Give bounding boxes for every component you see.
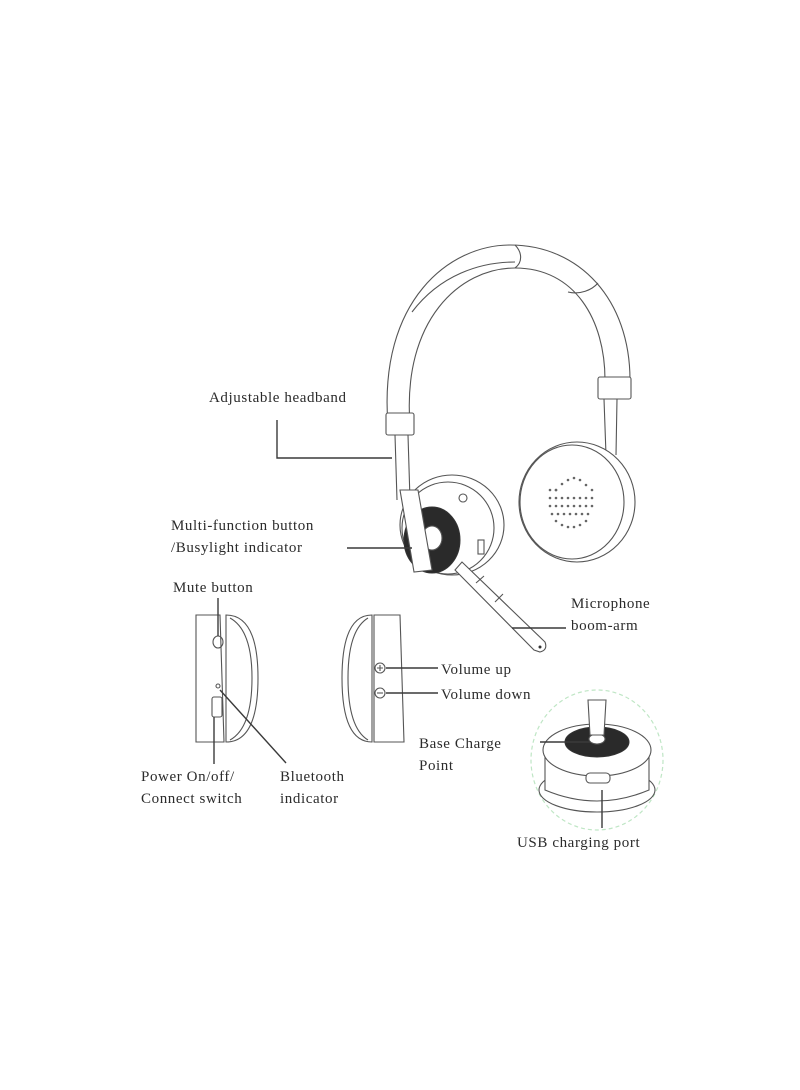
label-multi-function-button: Multi-function button — [171, 518, 315, 534]
label-usb-charging-port: USB charging port — [517, 835, 641, 851]
label-base-charge-point: Point — [419, 758, 454, 774]
label-base-charge: Base Charge — [419, 736, 502, 752]
label-adjustable-headband: Adjustable headband — [209, 390, 347, 406]
label-busylight-indicator: /Busylight indicator — [171, 540, 303, 556]
label-connect-switch: Connect switch — [141, 791, 243, 807]
side-view-left-drawing — [195, 614, 259, 743]
left-earcup-drawing — [399, 474, 505, 576]
label-boom-arm: boom-arm — [571, 618, 639, 634]
headband-drawing — [385, 244, 632, 501]
label-volume-up: Volume up — [441, 662, 512, 678]
label-power-switch: Power On/off/ — [141, 769, 235, 785]
label-microphone: Microphone — [571, 596, 651, 612]
side-view-right-drawing — [341, 614, 405, 743]
microphone-boom-drawing — [454, 561, 547, 653]
charging-base-drawing — [530, 689, 664, 831]
leader-lines — [213, 420, 603, 828]
right-earcup-drawing — [518, 441, 636, 563]
label-bluetooth: Bluetooth — [280, 769, 345, 785]
label-mute-button: Mute button — [173, 580, 254, 596]
label-bluetooth-indicator: indicator — [280, 791, 339, 807]
label-volume-down: Volume down — [441, 687, 532, 703]
